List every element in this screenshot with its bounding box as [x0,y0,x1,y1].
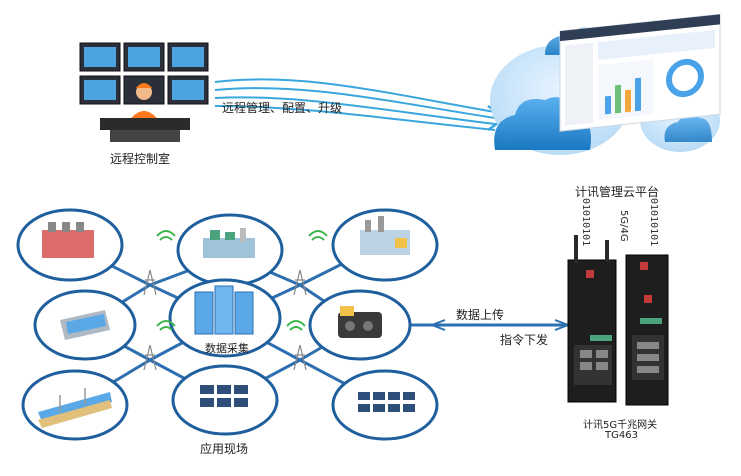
solar-field-icon [200,385,248,407]
substation-icon [42,222,94,258]
command-down-label: 指令下发 [500,333,549,347]
monitor-wall [79,42,209,105]
industrial-plant-icon [360,216,410,255]
wireless-signal-icons [156,230,328,331]
operator-figure [100,83,190,142]
network-label: 5G/4G [618,210,629,242]
gateway-device-left [567,235,617,403]
data-upload-label: 数据上传 [456,308,505,322]
binary-stream-left: 01010101 [580,198,591,247]
gateway-name-label: 计讯5G千兆网关 [583,420,658,431]
remote-ops-label: 远程管理、配置、升级 [222,101,343,115]
binary-stream-right: 01010101 [648,198,659,247]
machine-icon [338,306,382,338]
wind-farm-icon [38,388,112,428]
cloud-platform-graphic [490,13,721,155]
transmission-tower-icons [143,269,307,371]
solar-panels-icon [358,392,415,412]
cloud-platform-label: 计讯管理云平台 [575,185,660,199]
control-room-label: 远程控制室 [110,152,171,166]
control-room-graphic [79,42,209,142]
server-rack-icon [194,285,254,335]
water-plant-icon [60,310,110,340]
factory-icon [203,228,255,258]
gateway-model-label: TG463 [605,430,638,441]
data-collect-label: 数据采集 [205,342,249,355]
field-label: 应用现场 [200,442,249,456]
gateway-device-right [625,254,669,406]
